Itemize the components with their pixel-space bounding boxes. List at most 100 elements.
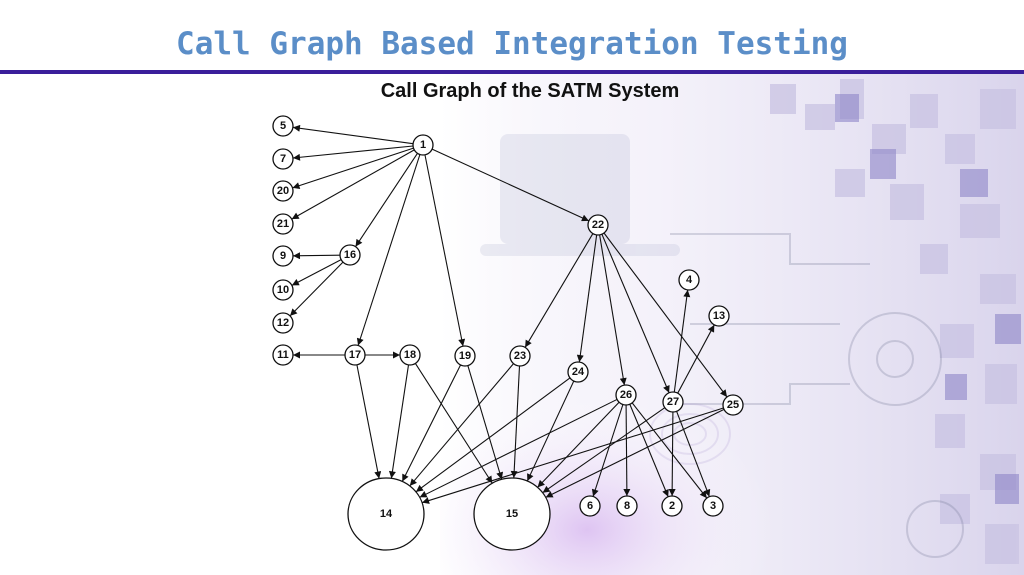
node-shape (708, 305, 730, 327)
edge-25-14 (421, 407, 724, 504)
edge-23-15 (510, 365, 521, 479)
node-label: 27 (667, 396, 679, 408)
edge-27-15 (542, 407, 666, 494)
node-label: 6 (587, 500, 593, 512)
node-shape (587, 214, 609, 236)
edge-19-14 (401, 364, 462, 482)
node-3: 3 (702, 495, 724, 517)
node-10: 10 (272, 279, 294, 301)
edge-22-25 (603, 232, 728, 398)
node-shape (615, 384, 637, 406)
node-shape (722, 394, 744, 416)
edge-1-17 (356, 154, 421, 346)
edge-27-13 (677, 324, 715, 394)
node-18: 18 (399, 344, 421, 366)
node-shape (678, 269, 700, 291)
edge-1-20 (292, 147, 414, 190)
node-label: 18 (404, 349, 416, 361)
node-label: 16 (344, 249, 356, 261)
node-14: 14 (347, 477, 425, 551)
node-shape (454, 345, 476, 367)
node-shape (339, 244, 361, 266)
node-label: 3 (710, 500, 716, 512)
edge-22-26 (599, 234, 627, 386)
edge-27-2 (668, 411, 676, 497)
node-shape (272, 180, 294, 202)
node-2: 2 (661, 495, 683, 517)
node-label: 20 (277, 185, 289, 197)
node-label: 8 (624, 500, 630, 512)
node-12: 12 (272, 312, 294, 334)
node-shape (272, 213, 294, 235)
node-shape (272, 148, 294, 170)
edge-1-22 (431, 148, 590, 222)
edge-22-27 (601, 233, 670, 394)
edge-26-15 (537, 401, 620, 488)
node-8: 8 (616, 495, 638, 517)
edge-27-3 (676, 411, 711, 497)
node-5: 5 (272, 115, 294, 137)
edge-23-14 (409, 363, 514, 487)
edge-1-5 (292, 124, 414, 145)
edge-16-10 (291, 259, 342, 286)
edge-26-3 (631, 402, 708, 499)
edge-27-4 (673, 289, 691, 393)
node-label: 7 (280, 153, 286, 165)
edge-1-19 (424, 154, 466, 347)
node-15: 15 (473, 477, 551, 551)
edge-16-9 (292, 252, 341, 260)
node-shape (344, 344, 366, 366)
node-16: 16 (339, 244, 361, 266)
node-label: 15 (506, 508, 518, 520)
edges (289, 124, 728, 504)
slide-title: Call Graph Based Integration Testing (176, 26, 848, 62)
node-shape (579, 495, 601, 517)
node-label: 22 (592, 219, 604, 231)
node-22: 22 (587, 214, 609, 236)
node-17: 17 (344, 344, 366, 366)
node-label: 13 (713, 310, 725, 322)
title-divider (0, 70, 1024, 74)
node-shape (662, 391, 684, 413)
edge-1-7 (292, 145, 414, 161)
node-label: 4 (686, 274, 693, 286)
edge-22-24 (576, 234, 598, 363)
node-21: 21 (272, 213, 294, 235)
node-25: 25 (722, 394, 744, 416)
node-shape (702, 495, 724, 517)
node-shape (509, 345, 531, 367)
node-label: 12 (277, 317, 289, 329)
node-shape (567, 361, 589, 383)
edge-26-2 (629, 404, 669, 497)
edge-26-14 (419, 398, 618, 498)
node-shape (473, 477, 551, 551)
node-shape (412, 134, 434, 156)
edge-18-14 (388, 364, 410, 479)
node-11: 11 (272, 344, 294, 366)
node-4: 4 (678, 269, 700, 291)
node-label: 19 (459, 350, 471, 362)
node-label: 5 (280, 120, 286, 132)
node-label: 9 (280, 250, 286, 262)
node-13: 13 (708, 305, 730, 327)
node-23: 23 (509, 345, 531, 367)
edge-1-21 (291, 149, 415, 220)
edge-1-16 (355, 153, 418, 247)
node-6: 6 (579, 495, 601, 517)
node-label: 2 (669, 500, 675, 512)
node-shape (272, 115, 294, 137)
edge-16-12 (289, 261, 344, 317)
node-7: 7 (272, 148, 294, 170)
edge-22-23 (524, 233, 594, 348)
node-label: 26 (620, 389, 632, 401)
node-label: 23 (514, 350, 526, 362)
node-shape (272, 344, 294, 366)
node-1: 1 (412, 134, 434, 156)
edge-17-14 (356, 364, 382, 479)
node-label: 24 (572, 366, 585, 378)
diagram-title: Call Graph of the SATM System (381, 80, 680, 102)
node-shape (616, 495, 638, 517)
edge-26-6 (591, 404, 624, 497)
